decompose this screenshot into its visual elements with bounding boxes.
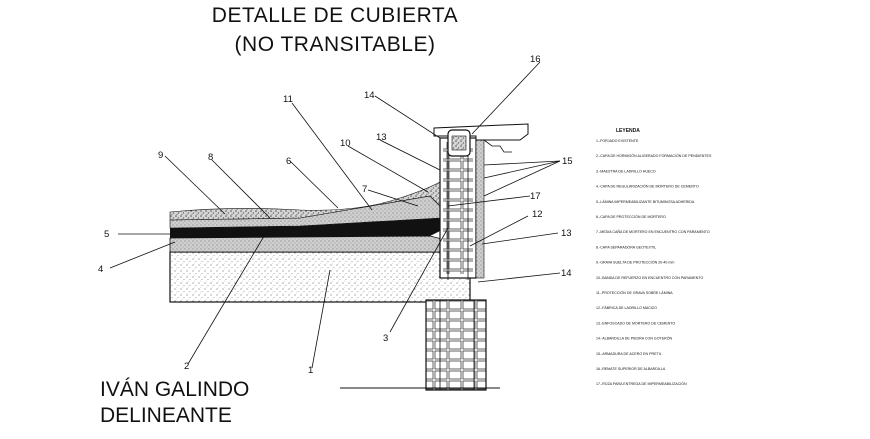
callout-16: 16 bbox=[530, 54, 541, 65]
callout-2: 2 bbox=[184, 361, 189, 372]
author-role: DELINEANTE bbox=[100, 404, 232, 427]
callout-6: 6 bbox=[286, 156, 291, 167]
callout-10: 10 bbox=[340, 138, 351, 149]
lower-brick-wall bbox=[425, 299, 487, 391]
gravel-layer bbox=[169, 181, 447, 221]
slab-forjado bbox=[169, 251, 471, 303]
legend-item: 9.-GRAVA SUELTA DE PROTECCIÓN 20-40 mm bbox=[596, 260, 674, 265]
legend-item: 13.-ENFOSCADO DE MORTERO DE CEMENTO bbox=[596, 321, 675, 325]
legend-title: LEYENDA bbox=[616, 128, 640, 134]
legend: LEYENDA 1.-FORJADO EXISTENTE. 2.-CAPA DE … bbox=[596, 128, 712, 386]
callout-4: 4 bbox=[98, 264, 103, 275]
legend-item: 7.-MEDIA CAÑA DE MORTERO EN ENCUENTRO CO… bbox=[596, 229, 710, 234]
parapet-wall bbox=[439, 137, 485, 280]
coping-albardilla bbox=[433, 123, 529, 157]
callout-15: 15 bbox=[562, 156, 573, 167]
legend-item: 3.-MAESTRA DE LADRILLO HUECO bbox=[596, 169, 656, 173]
callout-14-top: 14 bbox=[364, 90, 375, 101]
legend-item: 15.-ARMADURA DE ACERO EN PRETIL bbox=[596, 352, 662, 356]
callout-1: 1 bbox=[308, 365, 313, 376]
callout-9: 9 bbox=[158, 150, 163, 161]
callout-12: 12 bbox=[532, 209, 543, 220]
callout-8: 8 bbox=[208, 152, 213, 163]
legend-item: 1.-FORJADO EXISTENTE. bbox=[596, 139, 639, 143]
callout-11: 11 bbox=[283, 94, 293, 105]
legend-item: 2.-CAPA DE HORMIGÓN ALIGERADO FORMACIÓN … bbox=[596, 153, 712, 158]
callout-5: 5 bbox=[104, 229, 109, 240]
callout-13-right: 13 bbox=[561, 228, 572, 239]
leader-lines bbox=[109, 61, 561, 369]
legend-item: 11.-PROTECCIÓN DE GRAVA SOBRE LÁMINA bbox=[596, 290, 673, 295]
callout-13-top: 13 bbox=[376, 132, 387, 143]
drawing-title: DETALLE DE CUBIERTA bbox=[211, 4, 459, 27]
legend-item: 4.-CAPA DE REGULARIZACIÓN DE MORTERO DE … bbox=[596, 184, 699, 189]
legend-item: 5.-LÁMINA IMPERMEABILIZANTE BITUMINOSA A… bbox=[596, 200, 695, 204]
callout-numbers: 5 4 9 8 6 11 10 7 13 14 16 15 17 12 13 1… bbox=[98, 54, 573, 376]
membrane-layer bbox=[170, 218, 446, 238]
callout-7: 7 bbox=[362, 184, 367, 195]
legend-item: 16.-REMATE SUPERIOR DE ALBARDILLA bbox=[596, 367, 666, 371]
legend-item: 12.-FÁBRICA DE LADRILLO MACIZO bbox=[596, 306, 657, 310]
legend-item: 14.-ALBARDILLA DE PIEDRA CON GOTERÓN bbox=[596, 336, 672, 341]
legend-item: 6.-CAPA DE PROTECCIÓN DE MORTERO bbox=[596, 214, 666, 219]
slope-layer bbox=[169, 235, 471, 253]
legend-item: 10.-BANDA DE REFUERZO EN ENCUENTRO CON P… bbox=[596, 276, 703, 280]
drawing-subtitle: (NO TRANSITABLE) bbox=[234, 33, 436, 56]
legend-item: 17.-ROZA PARA ENTREGA DE IMPERMEABILIZAC… bbox=[596, 381, 687, 386]
callout-3: 3 bbox=[383, 333, 388, 344]
callout-14-right: 14 bbox=[561, 268, 572, 279]
callout-17: 17 bbox=[530, 191, 541, 202]
legend-item: 8.-CAPA SEPARADORA GEOTEXTIL bbox=[596, 245, 656, 249]
author-name: IVÁN GALINDO bbox=[100, 378, 250, 401]
